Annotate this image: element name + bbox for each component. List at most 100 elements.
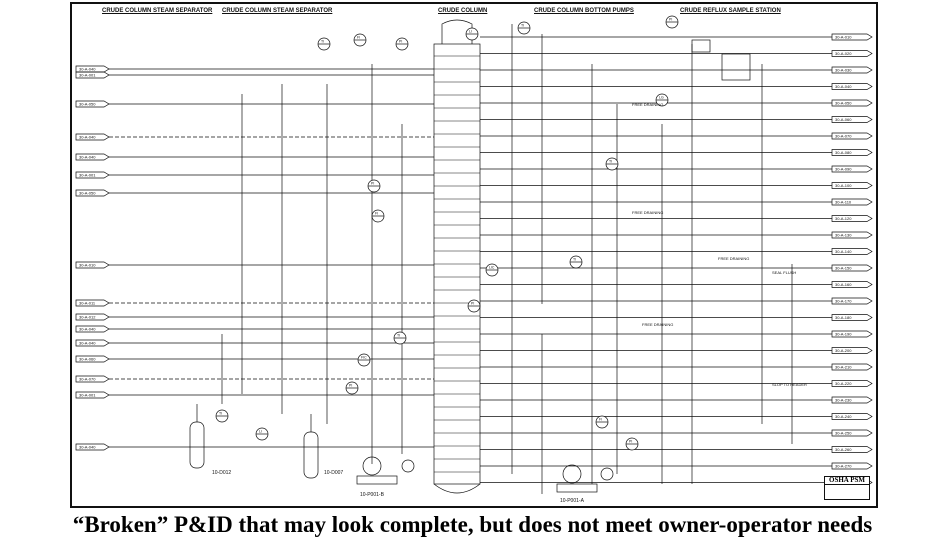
instrument-bubble: PI — [367, 179, 381, 193]
left-connector-label: 30-A-001 — [79, 173, 96, 178]
left-process-lines — [109, 68, 434, 448]
right-connector-label: 30-A-240 — [835, 414, 852, 419]
right-connector-label: 30-A-140 — [835, 249, 852, 254]
right-connector-label: 30-A-210 — [835, 365, 852, 370]
left-connector-label: 30-A-012 — [79, 315, 96, 320]
left-connector-label: 30-A-060 — [79, 357, 96, 362]
equipment-label-a: 10-D012 — [212, 470, 231, 476]
instrument-tag: PI — [669, 18, 672, 22]
right-connector-label: 30-A-260 — [835, 447, 852, 452]
right-connector: 30-A-210 — [831, 363, 873, 371]
left-connector: 30-A-060 — [75, 355, 110, 363]
instrument-bubble: PI — [345, 381, 359, 395]
left-connector: 30-A-050 — [75, 100, 110, 108]
right-connector-label: 30-A-170 — [835, 299, 852, 304]
vertical-risers — [221, 24, 793, 494]
right-connector-label: 30-A-150 — [835, 266, 852, 271]
equipment-label-d: 10-P001-A — [560, 498, 585, 504]
instrument-tag: TI — [573, 258, 576, 262]
left-connector: 30-A-040 — [75, 443, 110, 451]
instrument-tag: LIC — [489, 266, 495, 270]
section-title-crude-column: CRUDE COLUMN — [438, 8, 488, 14]
instrument-bubble: TI — [317, 37, 331, 51]
left-connector: 30-A-001 — [75, 71, 110, 79]
left-connector-label: 30-A-040 — [79, 155, 96, 160]
right-connector: 30-A-040 — [831, 83, 873, 90]
right-connector: 30-A-130 — [831, 231, 873, 239]
right-connector-label: 30-A-220 — [835, 381, 852, 386]
off-page-connectors: 30-A-04030-A-00130-A-05030-A-04030-A-040… — [75, 33, 873, 486]
instrument-bubble: FI — [595, 415, 609, 429]
instrument-bubble: PI — [395, 37, 409, 51]
instrument-tag: TI — [219, 412, 222, 416]
instrument-tag: FIC — [361, 356, 367, 360]
right-connector-label: 30-A-080 — [835, 150, 852, 155]
instrument-tag: LI — [469, 30, 472, 34]
left-connector: 30-A-040 — [75, 65, 110, 73]
instrument-tag: FI — [375, 212, 378, 216]
right-connector-label: 30-A-190 — [835, 332, 852, 337]
right-connector: 30-A-220 — [831, 380, 873, 387]
instrument-bubble: TI — [517, 21, 531, 35]
right-connector: 30-A-090 — [831, 165, 873, 173]
equipment-label-c: 10-P001-B — [360, 492, 385, 498]
right-connector-label: 30-A-070 — [835, 134, 852, 139]
left-connector-label: 30-A-040 — [79, 327, 96, 332]
instrument-bubble: TI — [569, 255, 583, 269]
left-connector: 30-A-011 — [75, 299, 110, 307]
right-connector: 30-A-200 — [831, 347, 873, 354]
right-connector: 30-A-140 — [831, 248, 873, 255]
right-connector: 30-A-170 — [831, 297, 873, 305]
pid-drawing-sheet: CRUDE COLUMN STEAM SEPARATOR CRUDE COLUM… — [70, 2, 878, 508]
right-connector-label: 30-A-160 — [835, 282, 852, 287]
right-connector-label: 30-A-120 — [835, 216, 852, 221]
right-connector: 30-A-190 — [831, 330, 873, 338]
right-connector-label: 30-A-050 — [835, 101, 852, 106]
right-connector-label: 30-A-010 — [835, 35, 852, 40]
section-title-sample-station: CRUDE REFLUX SAMPLE STATION — [680, 8, 781, 14]
instrument-bubble: LI — [465, 27, 479, 41]
stamp-title: OSHA PSM — [825, 477, 869, 485]
note-free-draining-1: FREE DRAINING — [632, 102, 663, 107]
instrument-tag: FI — [357, 36, 360, 40]
title-block-stamp: OSHA PSM — [824, 476, 870, 500]
instrument-bubble: LG — [655, 93, 669, 107]
bottom-pump-b — [556, 464, 614, 493]
right-connector: 30-A-250 — [831, 429, 873, 437]
right-connector-label: 30-A-030 — [835, 68, 852, 73]
left-connector-label: 30-A-001 — [79, 393, 96, 398]
instrument-tag: LG — [659, 96, 664, 100]
right-connector: 30-A-180 — [831, 314, 873, 321]
right-connector-label: 30-A-110 — [835, 200, 852, 205]
right-connector-label: 30-A-270 — [835, 464, 852, 469]
left-connector: 30-A-001 — [75, 171, 110, 179]
right-connector: 30-A-240 — [831, 413, 873, 420]
instrument-bubble: TI — [605, 157, 619, 171]
note-free-draining-3: FREE DRAINING — [718, 256, 749, 261]
right-connector-label: 30-A-200 — [835, 348, 852, 353]
instrument-bubble: PI — [467, 299, 481, 313]
left-connector-label: 30-A-040 — [79, 67, 96, 72]
right-connector: 30-A-010 — [831, 33, 873, 41]
note-free-draining-4: FREE DRAINING — [642, 322, 673, 327]
left-connector: 30-A-040 — [75, 339, 110, 347]
instrument-tag: PI — [349, 384, 352, 388]
instrument-tag: TI — [397, 334, 400, 338]
right-connector: 30-A-070 — [831, 132, 873, 140]
instrument-tag: TI — [321, 40, 324, 44]
instrument-tag: PI — [399, 40, 402, 44]
left-connector-label: 30-A-010 — [79, 263, 96, 268]
section-title-bottom-pumps: CRUDE COLUMN BOTTOM PUMPS — [534, 8, 634, 14]
instrument-bubble: FI — [353, 33, 367, 47]
instrument-bubble: PI — [665, 15, 679, 29]
instrument-tag: PI — [371, 182, 374, 186]
instrument-tag: PI — [471, 302, 474, 306]
note-seal-flush: SEAL FLUSH — [772, 270, 796, 275]
right-connector: 30-A-030 — [831, 66, 873, 74]
right-connector-label: 30-A-100 — [835, 183, 852, 188]
left-connector-label: 30-A-040 — [79, 445, 96, 450]
instrument-bubble: FI — [371, 209, 385, 223]
right-connector-label: 30-A-130 — [835, 233, 852, 238]
right-connector-label: 30-A-020 — [835, 51, 852, 56]
